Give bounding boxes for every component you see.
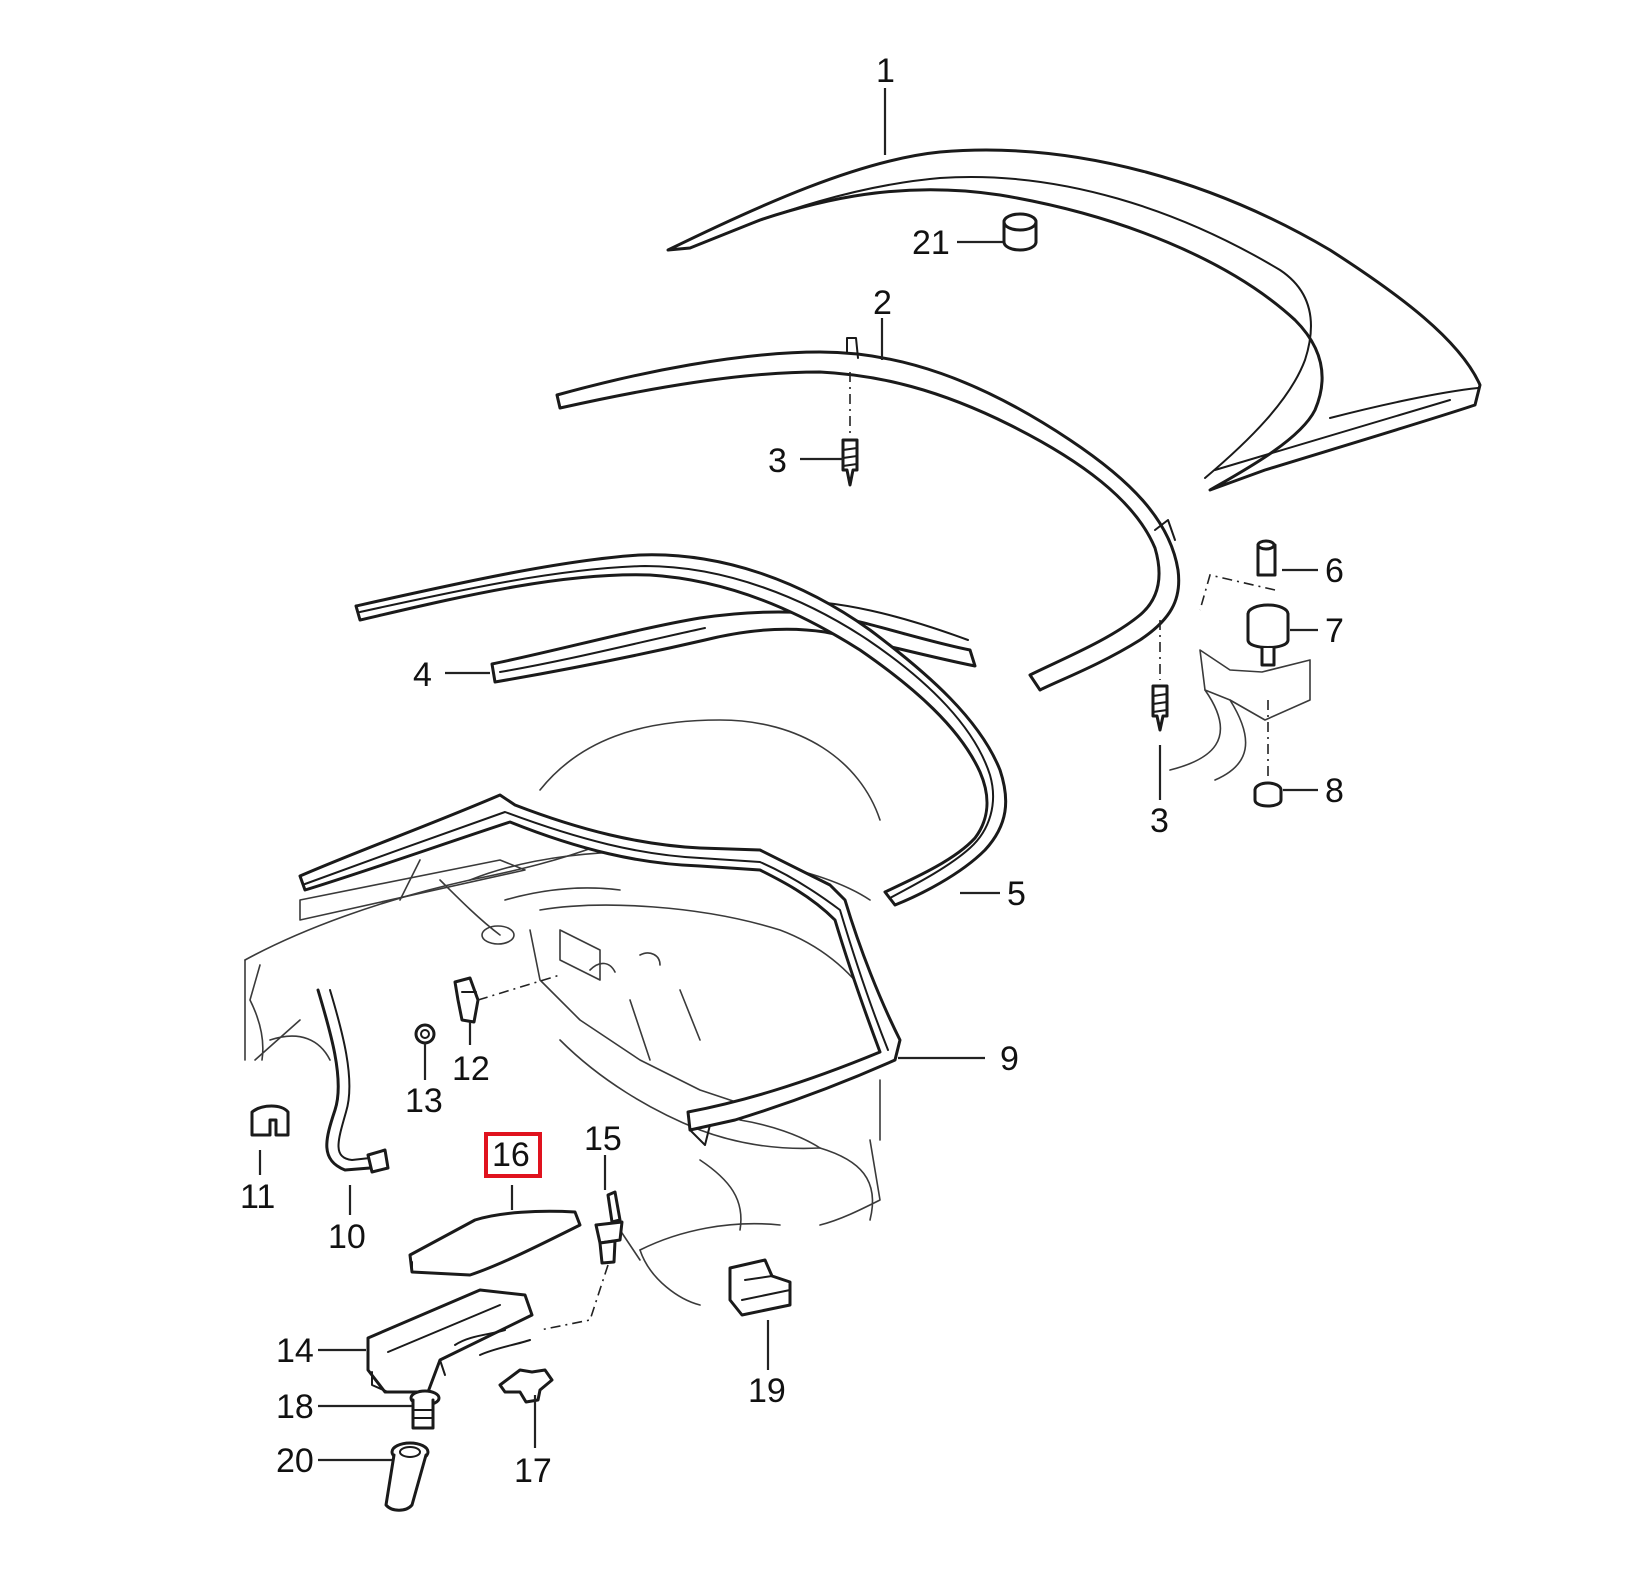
part-13-nut <box>414 1023 436 1045</box>
part-14-latch-bracket <box>366 1288 534 1394</box>
callout-15[interactable]: 15 <box>584 1120 622 1158</box>
part-12-bracket <box>453 974 561 1024</box>
car-body <box>244 719 881 1306</box>
callout-13[interactable]: 13 <box>405 1082 443 1120</box>
callout-3-lower[interactable]: 3 <box>1150 802 1169 840</box>
callout-1[interactable]: 1 <box>876 52 895 90</box>
callout-19[interactable]: 19 <box>748 1372 786 1410</box>
callout-10[interactable]: 10 <box>328 1218 366 1256</box>
callout-labels: 1 2 3 3 4 5 6 7 8 9 10 11 12 13 14 15 16… <box>240 52 1344 1490</box>
callout-17[interactable]: 17 <box>514 1452 552 1490</box>
bracket-plate <box>1169 649 1311 781</box>
part-15-rivet <box>539 1190 624 1331</box>
part-10-hose <box>316 988 390 1174</box>
callout-14[interactable]: 14 <box>276 1332 314 1370</box>
callout-12[interactable]: 12 <box>452 1050 490 1088</box>
part-7-buffer <box>1246 603 1290 667</box>
callout-18[interactable]: 18 <box>276 1388 314 1426</box>
leader-lines <box>258 88 1318 1462</box>
callout-16[interactable]: 16 <box>492 1136 530 1174</box>
part-17-clip <box>498 1368 554 1404</box>
part-18-bushing <box>409 1389 441 1430</box>
part-5-seal-arc <box>354 553 1008 907</box>
part-8-nut <box>1253 781 1283 808</box>
callout-5[interactable]: 5 <box>1007 875 1026 913</box>
callout-3-upper[interactable]: 3 <box>768 442 787 480</box>
callout-4[interactable]: 4 <box>413 656 432 694</box>
part-1-roof-seal <box>666 148 1482 492</box>
part-19-guide <box>728 1258 792 1317</box>
leader-dash-bracket <box>1199 574 1276 611</box>
part-20-sleeve <box>384 1441 430 1512</box>
part-11-clip <box>250 1104 290 1137</box>
callout-21[interactable]: 21 <box>912 224 950 262</box>
callout-11[interactable]: 11 <box>240 1178 275 1216</box>
callout-8[interactable]: 8 <box>1325 772 1344 810</box>
part-2-roof-frame <box>555 337 1181 692</box>
part-21-cap <box>1002 212 1038 252</box>
part-3-screw-upper <box>841 372 859 487</box>
part-16-pad <box>408 1209 582 1277</box>
part-3-screw-lower <box>1151 620 1169 732</box>
part-6-pin <box>1256 539 1277 577</box>
highlight-box <box>484 1132 542 1178</box>
callout-20[interactable]: 20 <box>276 1442 314 1480</box>
callout-7[interactable]: 7 <box>1325 612 1344 650</box>
callout-6[interactable]: 6 <box>1325 552 1344 590</box>
callout-9[interactable]: 9 <box>1000 1040 1019 1078</box>
part-9-trunk-seal <box>298 793 902 1146</box>
callout-2[interactable]: 2 <box>873 284 892 322</box>
